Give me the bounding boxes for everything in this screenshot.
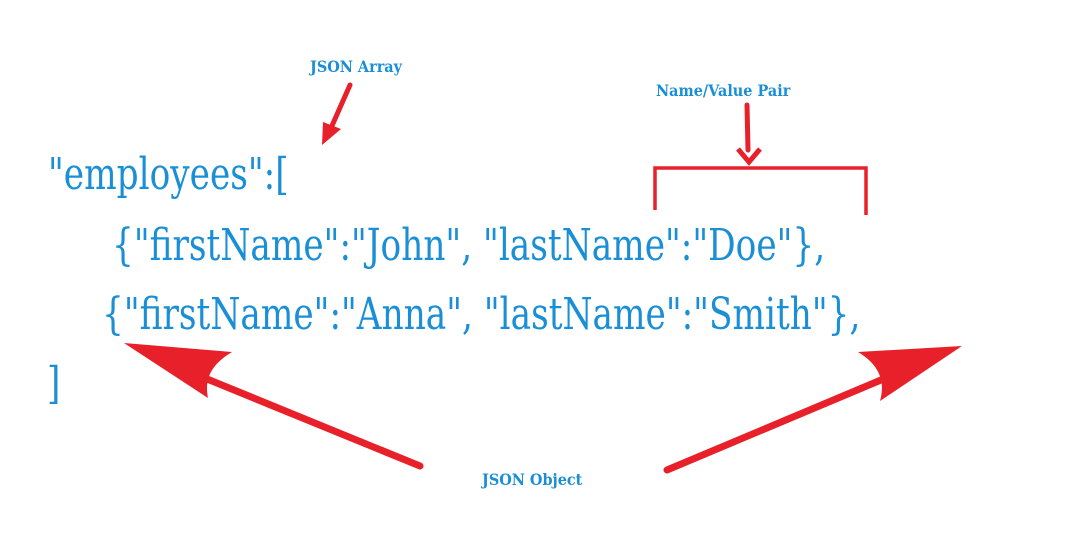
- label-name-value-pair: Name/Value Pair: [656, 81, 791, 100]
- code-line-object-anna: {"firstName":"Anna", "lastName":"Smith"}…: [102, 289, 861, 340]
- code-line-employees: "employees":[: [48, 149, 289, 200]
- json-object-left-arrow-icon: [124, 343, 424, 470]
- name-value-pair-arrow-icon: [736, 102, 762, 166]
- code-line-closing-bracket: ]: [47, 358, 61, 409]
- label-json-object: JSON Object: [482, 470, 583, 489]
- json-array-arrow-icon: [322, 82, 353, 145]
- code-line-object-john: {"firstName":"John", "lastName":"Doe"},: [112, 220, 826, 271]
- json-object-right-arrow-icon: [663, 346, 962, 474]
- label-json-array: JSON Array: [310, 57, 402, 76]
- name-value-pair-bracket: [653, 166, 868, 215]
